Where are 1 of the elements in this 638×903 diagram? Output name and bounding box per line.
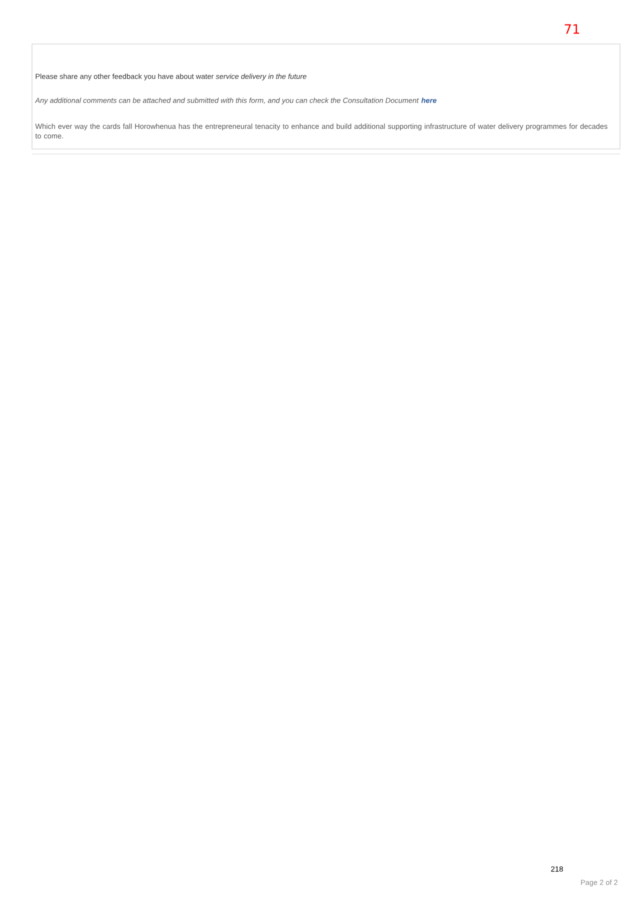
- page-number: 71: [564, 24, 580, 34]
